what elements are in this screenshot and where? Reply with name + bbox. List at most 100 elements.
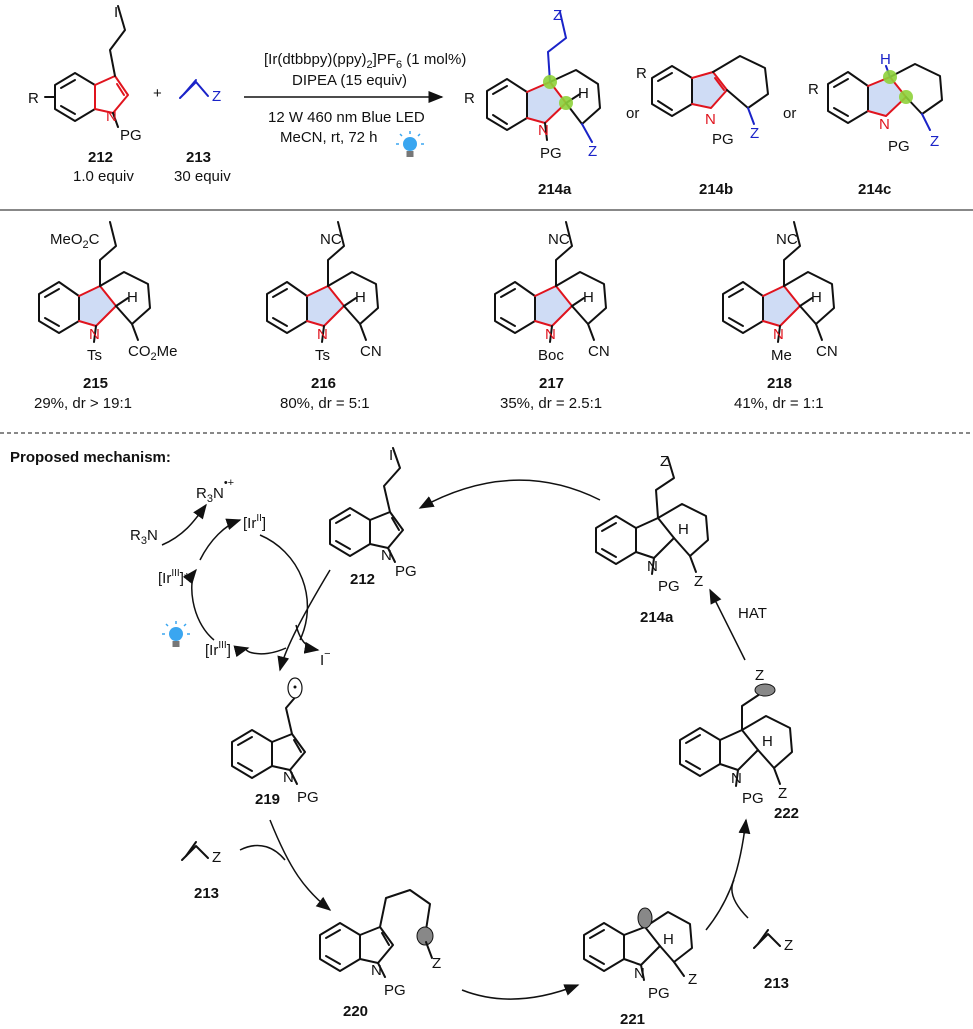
mech-220-pg: PG <box>384 982 406 999</box>
example-218-top-group: NC <box>776 231 798 248</box>
alkene-addition-arrow <box>239 844 286 861</box>
mech-214a-n: N <box>647 558 658 575</box>
mech-219 <box>231 677 306 785</box>
example-218-result: 41%, dr = 1:1 <box>734 395 824 412</box>
r-label-214b: R <box>636 65 647 82</box>
example-218-right-group: CN <box>816 343 838 360</box>
r-label-214a: R <box>464 90 475 107</box>
example-215-n-sub: Ts <box>87 347 102 364</box>
iodide-label: I− <box>320 648 331 669</box>
product-214c <box>827 63 943 131</box>
mech-212-pg: PG <box>395 563 417 580</box>
example-217-right-group: CN <box>588 343 610 360</box>
hat-arrow <box>709 588 746 661</box>
mech-221-n: N <box>634 965 645 982</box>
mech-222-pg: PG <box>742 790 764 807</box>
mech-212 <box>329 447 404 563</box>
compound-214b-number: 214b <box>699 181 733 198</box>
mech-221-z: Z <box>688 971 697 988</box>
example-216-number: 216 <box>311 375 336 392</box>
mech-214a <box>595 457 709 575</box>
mechanism-title: Proposed mechanism: <box>10 449 171 466</box>
solvent-label: MeCN, rt, 72 h <box>280 129 378 146</box>
light-bulb-icon-2 <box>161 620 191 648</box>
example-216-h: H <box>355 289 366 306</box>
arrow-212-to-219 <box>277 569 331 672</box>
iodide-release-arrow <box>295 624 320 654</box>
r-label-212: R <box>28 90 39 107</box>
pg-label-214a: PG <box>540 145 562 162</box>
example-215-number: 215 <box>83 375 108 392</box>
example-217-top-group: NC <box>548 231 570 248</box>
example-215-right-group: CO2Me <box>128 343 177 363</box>
mech-220-number: 220 <box>343 1003 368 1020</box>
example-215-result: 29%, dr > 19:1 <box>34 395 132 412</box>
reactant-213 <box>179 79 209 99</box>
ir-ii-label: [IrII] <box>243 513 266 532</box>
arrow-221-to-222 <box>705 818 751 931</box>
product-214b <box>651 55 769 125</box>
compound-213-number: 213 <box>186 149 211 166</box>
example-217-h: H <box>583 289 594 306</box>
mech-221 <box>583 907 693 981</box>
hat-label: HAT <box>738 605 767 622</box>
example-218-n: N <box>773 326 784 343</box>
example-217-number: 217 <box>539 375 564 392</box>
reactant-212 <box>44 5 129 128</box>
n-label-214b: N <box>705 111 716 128</box>
example-218-n-sub: Me <box>771 347 792 364</box>
example-216-right-group: CN <box>360 343 382 360</box>
pg-label-214c: PG <box>888 138 910 155</box>
mech-212-n: N <box>381 547 392 564</box>
ir-cycle-arc-top <box>199 518 242 561</box>
mech-214a-pg: PG <box>658 578 680 595</box>
example-217-result: 35%, dr = 2.5:1 <box>500 395 602 412</box>
mech-212-number: 212 <box>350 571 375 588</box>
example-215-h: H <box>127 289 138 306</box>
example-215-structure <box>38 221 151 343</box>
mech-221-number: 221 <box>620 1011 645 1028</box>
example-217-n: N <box>545 326 556 343</box>
example-216-top-group: NC <box>320 231 342 248</box>
n-label-214c: N <box>879 116 890 133</box>
mech-222-z-top: Z <box>755 667 764 684</box>
product-214a <box>486 11 601 143</box>
r3n-oxidation-arrow <box>161 503 207 546</box>
n-label-214a: N <box>538 122 549 139</box>
compound-214a-number: 214a <box>538 181 572 198</box>
compound-214c-number: 214c <box>858 181 891 198</box>
n-label-212: N <box>106 108 117 125</box>
h-label-214c: H <box>880 51 891 68</box>
r-label-214c: R <box>808 81 819 98</box>
example-215-n: N <box>89 326 100 343</box>
or-label-2: or <box>783 105 796 122</box>
mech-222-z-bottom: Z <box>778 785 787 802</box>
mech-222-h: H <box>762 733 773 750</box>
mech-213-number-2: 213 <box>764 975 789 992</box>
mech-221-pg: PG <box>648 985 670 1002</box>
plus-sign: + <box>153 85 162 102</box>
arrow-219-to-220 <box>269 819 332 911</box>
mech-213-z-2: Z <box>784 937 793 954</box>
mech-219-n: N <box>283 769 294 786</box>
mech-214a-z-top: Z <box>660 453 669 470</box>
z-label-213: Z <box>212 88 221 105</box>
iodo-label: I <box>114 4 118 21</box>
example-216-n: N <box>317 326 328 343</box>
ir-iii-excited-label: [IrIII]* <box>158 568 190 587</box>
example-218-h: H <box>811 289 822 306</box>
mech-219-pg: PG <box>297 789 319 806</box>
example-218-number: 218 <box>767 375 792 392</box>
ir-cycle-arc-left <box>182 568 215 641</box>
catalyst-label: [Ir(dtbbpy)(ppy)2]PF6 (1 mol%) <box>264 51 466 71</box>
mech-212-iodo: I <box>389 447 393 464</box>
example-216-n-sub: Ts <box>315 347 330 364</box>
z-label-214c: Z <box>930 133 939 150</box>
mech-214a-number: 214a <box>640 609 674 626</box>
light-bulb-icon <box>395 130 425 158</box>
example-215-top-group: MeO2C <box>50 231 100 251</box>
r3n-label: R3N <box>130 527 158 547</box>
base-label: DIPEA (15 equiv) <box>292 72 407 89</box>
mech-220 <box>319 889 434 978</box>
